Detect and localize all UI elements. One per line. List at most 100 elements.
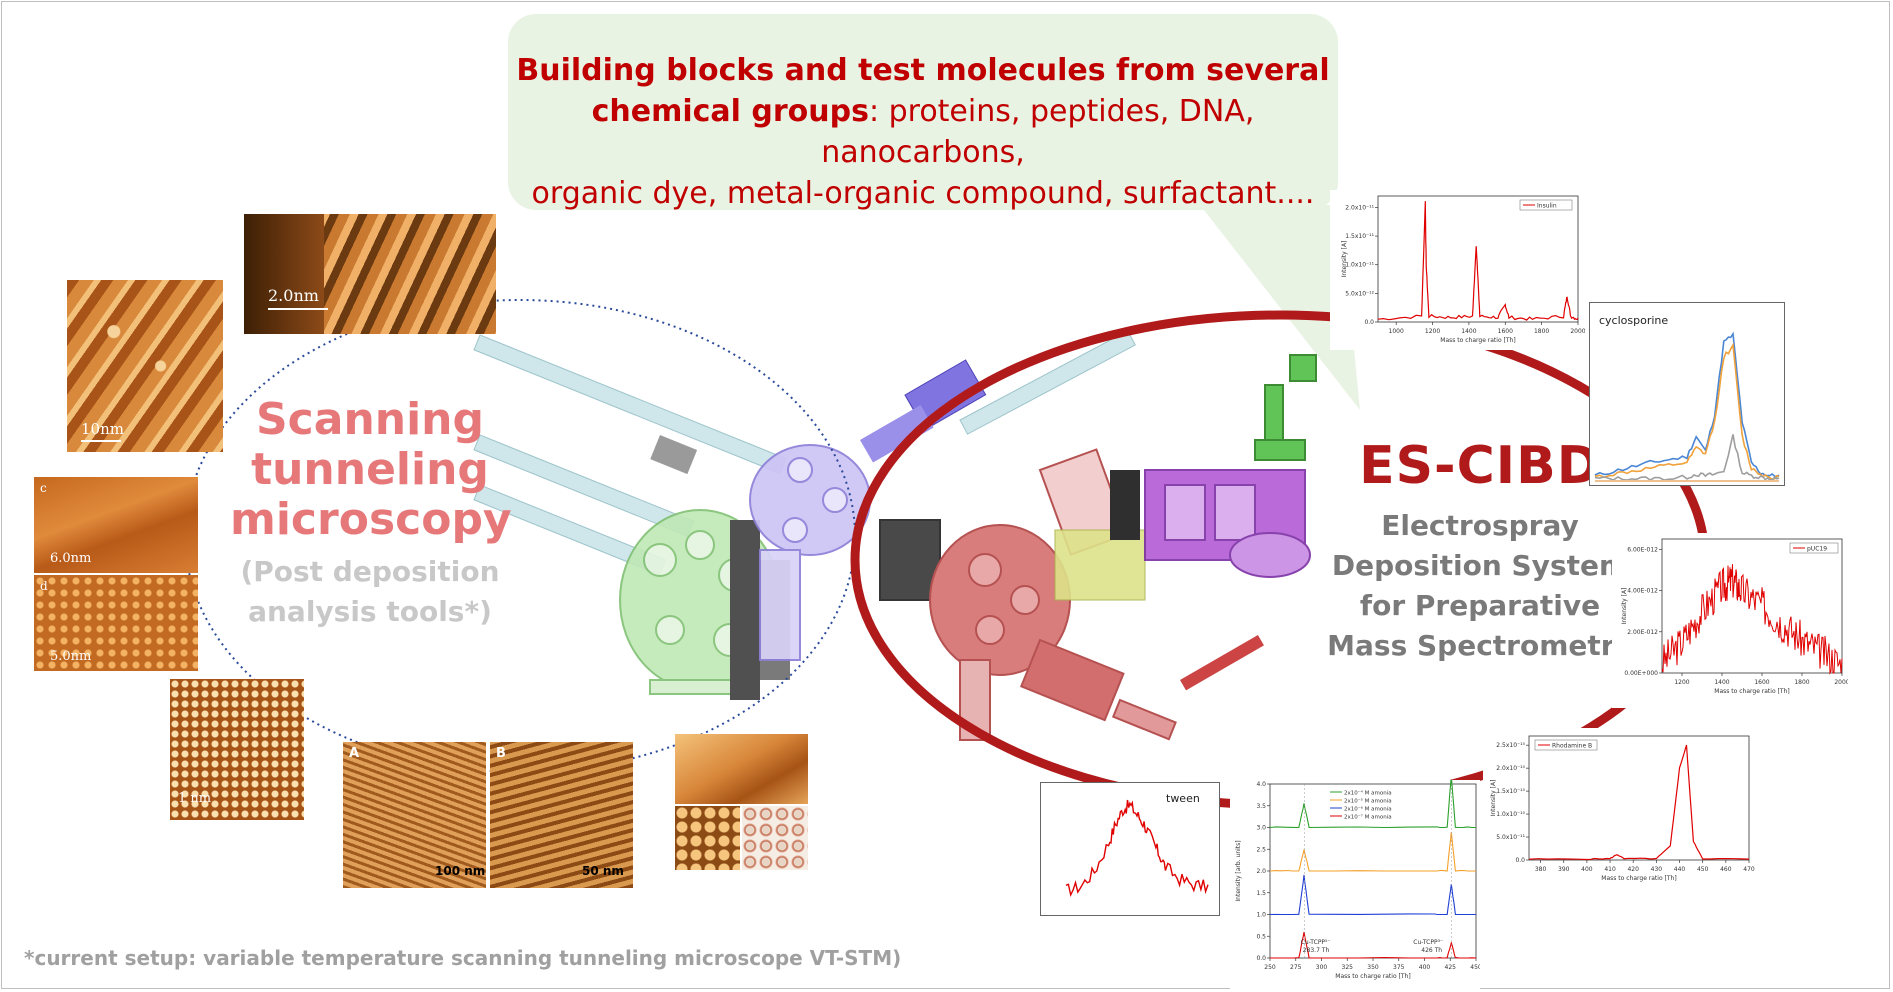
x-axis-label: Mass to charge ratio [Th]	[1335, 973, 1410, 980]
y-tick-label: 5.0x10⁻¹²	[1345, 290, 1374, 297]
stm-image-B: B 50 nm	[490, 742, 633, 888]
x-tick-label: 1200	[1425, 328, 1440, 335]
series-line-puc19	[1661, 564, 1843, 675]
x-tick-label: 1400	[1461, 328, 1476, 335]
series-line-1e-5	[1269, 831, 1476, 872]
x-tick-label: 1600	[1754, 679, 1769, 686]
x-tick-label: 430	[1651, 866, 1663, 873]
callout-line2-bold: chemical groups	[591, 94, 869, 129]
scale-label-10nm: 10nm	[81, 420, 124, 438]
annotation-label: 426 Th	[1421, 947, 1442, 954]
x-tick-label: 275	[1290, 964, 1302, 971]
red-probe	[1180, 635, 1264, 691]
scale-label-50nm: 50 nm	[582, 864, 624, 878]
series-line-tween	[1065, 799, 1209, 898]
y-tick-label: 1.0x10⁻¹⁰	[1496, 811, 1525, 818]
annotation-label: 283.7 Th	[1303, 947, 1330, 954]
y-axis-label: Intensity [A]	[1341, 241, 1348, 278]
y-tick-label: 1.5x10⁻¹¹	[1345, 233, 1374, 240]
x-tick-label: 420	[1627, 866, 1639, 873]
legend-box	[1534, 739, 1598, 751]
legend-box	[1519, 199, 1573, 211]
x-axis-label: Mass to charge ratio [Th]	[1601, 875, 1676, 882]
x-tick-label: 1200	[1674, 679, 1689, 686]
y-tick-label: 0.5	[1256, 933, 1266, 940]
x-tick-label: 325	[1342, 964, 1354, 971]
plot-frame	[1377, 195, 1579, 323]
x-tick-label: 250	[1264, 964, 1276, 971]
series-line-1e-6	[1269, 874, 1476, 916]
label-c: c	[40, 481, 47, 495]
scale-bar-10nm	[81, 440, 121, 442]
label-B: B	[496, 746, 506, 761]
x-tick-label: 2000	[1834, 679, 1848, 686]
x-tick-label: 380	[1535, 866, 1547, 873]
scale-label-5nm: 5.0nm	[50, 649, 92, 664]
x-tick-label: 460	[1720, 866, 1732, 873]
label-d: d	[40, 579, 48, 593]
x-tick-label: 400	[1581, 866, 1593, 873]
x-tick-label: 425	[1445, 964, 1457, 971]
legend-label: 2x10⁻⁷ M amonia	[1344, 814, 1392, 821]
legend-label: 2x10⁻⁶ M amonia	[1344, 806, 1392, 813]
x-tick-label: 1000	[1389, 328, 1404, 335]
series-line-rhodamine	[1528, 744, 1750, 861]
escibd-subtitle-line: Deposition System	[1331, 549, 1629, 582]
stm-subtitle-line: analysis tools*)	[248, 595, 492, 628]
transfer-rod-4	[959, 330, 1136, 435]
x-tick-label: 410	[1604, 866, 1616, 873]
x-tick-label: 1800	[1534, 328, 1549, 335]
y-tick-label: 1.5x10⁻¹⁰	[1496, 788, 1525, 795]
ion-source	[1144, 469, 1311, 578]
callout-line3: organic dye, metal-organic compound, sur…	[531, 176, 1315, 211]
chart-label: cyclosporine	[1599, 314, 1668, 327]
stm-image-A: A 100 nm	[343, 742, 486, 888]
x-tick-label: 1800	[1794, 679, 1809, 686]
series-line-orange	[1594, 342, 1780, 481]
x-tick-label: 400	[1419, 964, 1431, 971]
y-tick-label: 4.0	[1256, 781, 1266, 788]
x-tick-label: 440	[1674, 866, 1686, 873]
stm-image-grid	[675, 806, 740, 870]
legend-label: Insulin	[1537, 203, 1557, 210]
plot-frame	[1528, 735, 1750, 861]
x-tick-label: 375	[1393, 964, 1405, 971]
x-tick-label: 470	[1743, 866, 1755, 873]
series-line-insulin	[1377, 201, 1579, 321]
legend-label: Rhodamine B	[1552, 743, 1592, 750]
y-axis-label: Intensity [arb. units]	[1235, 840, 1242, 901]
escibd-subtitle-line: for Preparative	[1359, 589, 1601, 622]
stm-image-lattice: 1 nm	[170, 679, 304, 820]
scale-label-1nm: 1 nm	[178, 791, 212, 806]
x-tick-label: 350	[1367, 964, 1379, 971]
black-element	[1110, 470, 1140, 540]
stm-image-molecules: 10nm	[67, 280, 223, 452]
y-tick-label: 1.0x10⁻¹¹	[1345, 262, 1374, 269]
y-tick-label: 6.00E-012	[1627, 546, 1658, 553]
chart-frame	[1589, 302, 1785, 486]
series-line-1e-7	[1270, 932, 1477, 959]
y-tick-label: 5.0x10⁻¹¹	[1496, 834, 1525, 841]
escibd-subtitle-line: Electrospray	[1381, 509, 1579, 542]
stm-subtitle-line: (Post deposition	[240, 555, 500, 588]
y-tick-label: 2.0	[1256, 868, 1266, 875]
green-emitter	[1254, 354, 1317, 461]
scale-bar-2nm	[268, 308, 328, 310]
legend-label: 2x10⁻⁵ M amonia	[1344, 798, 1392, 805]
chart-label: tween	[1166, 792, 1200, 805]
y-tick-label: 2.0x10⁻¹¹	[1345, 204, 1374, 211]
stm-title: Scanning tunneling microscopy	[230, 395, 512, 545]
annotation-label: Cu-TCPP³⁻	[1413, 939, 1443, 946]
series-line-gray	[1594, 434, 1780, 481]
x-axis-label: Mass to charge ratio [Th]	[1714, 688, 1789, 695]
y-tick-label: 0.0	[1256, 955, 1266, 962]
y-tick-label: 4.00E-012	[1627, 588, 1658, 595]
stm-title-line: microscopy	[230, 494, 512, 545]
x-tick-label: 2000	[1570, 328, 1585, 335]
blue-loadlock	[859, 359, 987, 463]
legend-box	[1789, 542, 1839, 554]
